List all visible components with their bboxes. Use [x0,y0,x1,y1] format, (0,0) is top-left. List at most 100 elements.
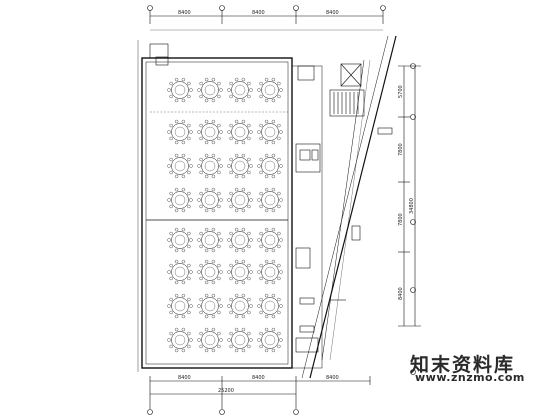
chair [204,153,209,158]
table-top [204,266,216,278]
chair [217,81,221,86]
staircase [329,89,365,117]
banquet-table [261,157,279,175]
banquet-table [231,81,249,99]
table-top [234,334,246,346]
table-top [264,266,276,278]
chair [247,94,251,99]
chair [264,153,269,158]
chair [241,293,246,298]
chair [259,191,263,196]
chair [234,348,239,353]
chair [229,170,233,175]
dim-right-4: 8400 [398,287,404,300]
chair [279,238,283,242]
chair [174,227,179,232]
chair [264,248,269,253]
chair [229,297,233,302]
chair [271,293,276,298]
chair [277,204,281,209]
chair [199,244,203,249]
banquet-table [201,81,219,99]
chair [277,94,281,99]
chair [174,187,179,192]
chair [217,344,221,349]
chair [271,259,276,264]
chair [199,276,203,281]
chair [181,314,186,319]
chair [227,270,231,274]
chair [187,244,191,249]
chair [257,198,261,202]
chair [169,244,173,249]
chair [279,198,283,202]
chair [174,98,179,103]
chair [249,88,253,92]
chair [257,88,261,92]
chair [264,259,269,264]
chair [181,259,186,264]
chair [247,331,251,336]
chair [234,327,239,332]
chair [259,276,263,281]
chair [169,310,173,315]
watermark-logo-text: 知末资料库 [410,354,516,376]
chair [259,136,263,141]
table-top [204,160,216,172]
banquet-table [261,123,279,141]
chair [211,248,216,253]
chair [189,304,193,308]
chair [271,348,276,353]
chair [229,276,233,281]
chair [277,81,281,86]
chair [257,304,261,308]
chair [167,238,171,242]
chair [279,304,283,308]
banquet-table [171,297,189,315]
chair [241,227,246,232]
chair [264,119,269,124]
chair [211,293,216,298]
chair [197,130,201,134]
chair [247,81,251,86]
watermark-url: www.znzmo.com [415,371,525,384]
chair [247,310,251,315]
chair [187,123,191,128]
chair [199,297,203,302]
chair [181,208,186,213]
chair [187,94,191,99]
chair [217,244,221,249]
chair [279,164,283,168]
chair [199,81,203,86]
chair [167,198,171,202]
chair [217,263,221,268]
chair [211,153,216,158]
table-top [264,300,276,312]
chair [174,293,179,298]
chair [229,204,233,209]
chair [217,136,221,141]
chair [169,136,173,141]
table-top [204,84,216,96]
chair [234,259,239,264]
chair [217,191,221,196]
chair [187,170,191,175]
chair [204,314,209,319]
chair [197,270,201,274]
table-top [204,300,216,312]
dim-top-1: 8400 [178,10,191,16]
chair [249,304,253,308]
chair [174,208,179,213]
chair [271,208,276,213]
chair [227,338,231,342]
chair [219,198,223,202]
chair [277,123,281,128]
chair [241,327,246,332]
chair [197,304,201,308]
banquet-table [261,231,279,249]
table-top [264,234,276,246]
chair [277,157,281,162]
chair [204,174,209,179]
chair [217,170,221,175]
banquet-table [201,331,219,349]
